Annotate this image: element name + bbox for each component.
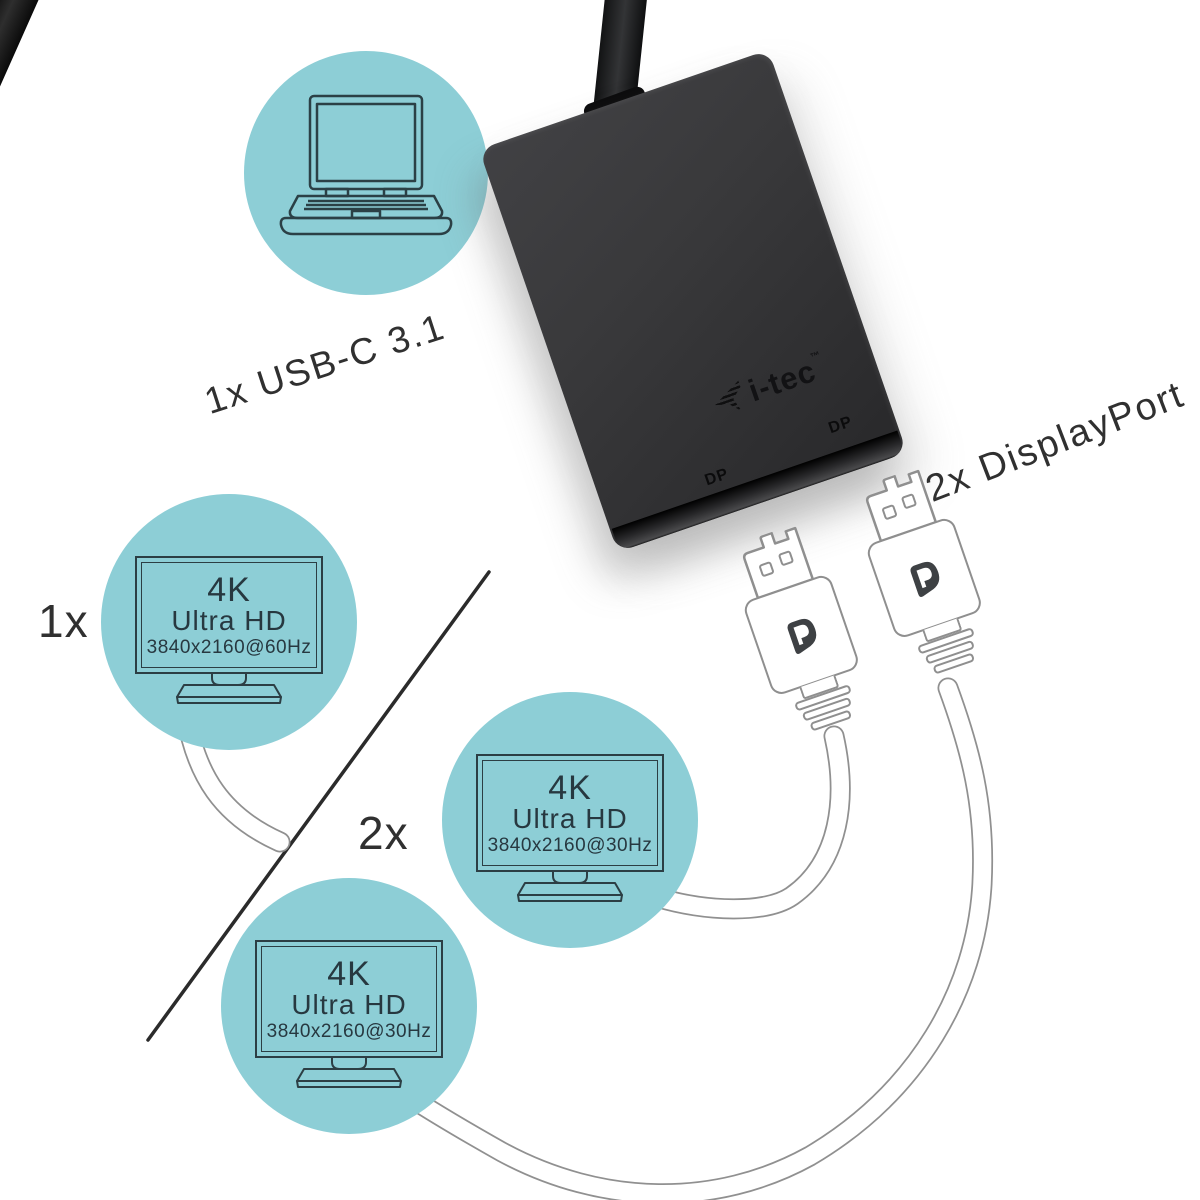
monitor-subtitle: Ultra HD — [171, 605, 287, 637]
displayport-logo-icon — [910, 561, 940, 598]
trademark-symbol: ™ — [809, 349, 824, 364]
monitor-circle-2x-a: 4K Ultra HD 3840x2160@30Hz — [442, 692, 698, 948]
monitor-stand-icon — [517, 872, 623, 902]
monitor-icon: 4K Ultra HD 3840x2160@30Hz — [255, 940, 443, 1058]
monitor-stand-icon — [176, 674, 282, 704]
displayport-connector-icon-left — [714, 516, 887, 752]
dp-plug-head — [741, 572, 862, 698]
laptop-circle — [244, 51, 488, 295]
displayport-logo-icon — [787, 618, 817, 655]
dp-port-label-2: DP — [826, 413, 855, 438]
i-tec-star-icon — [710, 381, 748, 419]
monitor-icon: 4K Ultra HD 3840x2160@60Hz — [135, 556, 323, 674]
brand-logo: i-tec™ — [709, 349, 831, 421]
monitor-title: 4K — [327, 954, 371, 993]
single-monitor-count-label: 1x — [38, 595, 89, 647]
dp-plug-head — [864, 515, 985, 641]
laptop-icon — [279, 94, 453, 236]
dual-monitor-count-label: 2x — [358, 807, 409, 859]
displayport-cable-left — [645, 725, 851, 920]
monitor-circle-2x-b: 4K Ultra HD 3840x2160@30Hz — [221, 878, 477, 1134]
dp-port-label-1: DP — [702, 465, 732, 490]
separator-line — [146, 570, 491, 1042]
monitor-title: 4K — [548, 768, 592, 807]
monitor-resolution: 3840x2160@30Hz — [266, 1020, 432, 1042]
monitor-subtitle: Ultra HD — [291, 989, 407, 1021]
displayport-connector-icon-right — [837, 459, 1010, 695]
dp-plug-tongue-icon — [742, 526, 815, 600]
monitor-circle-1x: 4K Ultra HD 3840x2160@60Hz — [101, 494, 357, 750]
monitor-title: 4K — [207, 570, 251, 609]
monitor-resolution: 3840x2160@30Hz — [487, 834, 653, 856]
dp-plug-tongue-icon — [865, 469, 938, 543]
monitor-resolution: 3840x2160@60Hz — [146, 636, 312, 658]
monitor-icon: 4K Ultra HD 3840x2160@30Hz — [476, 754, 664, 872]
monitor-stand-icon — [296, 1058, 402, 1088]
displayport-cable-right — [397, 677, 994, 1200]
brand-name: i-tec™ — [744, 349, 824, 409]
monitor-subtitle: Ultra HD — [512, 803, 628, 835]
